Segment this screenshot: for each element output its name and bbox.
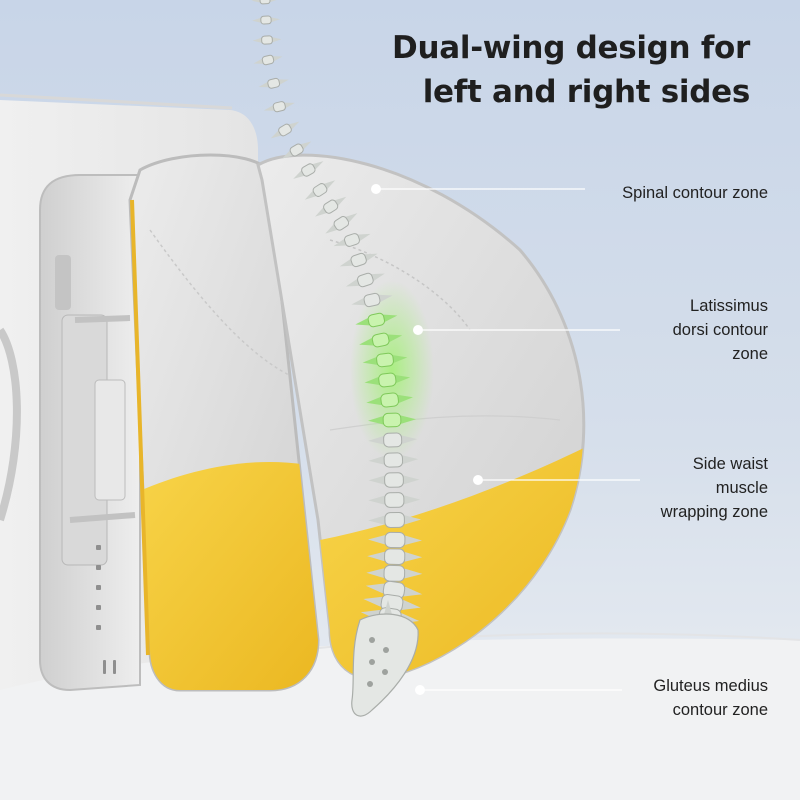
callout-line: dorsi contour xyxy=(672,321,768,339)
callout-latissimus-dorsi: Latissimus dorsi contour zone xyxy=(673,294,768,366)
sacrum-foramen xyxy=(367,681,373,687)
vertebra xyxy=(345,272,385,288)
headline-line-1: Dual-wing design for xyxy=(392,30,750,66)
vertebra xyxy=(368,432,418,448)
left-wing-cushion xyxy=(128,153,320,692)
sacrum-foramen xyxy=(383,647,389,653)
sacrum-foramen xyxy=(369,637,375,643)
vertebra xyxy=(315,196,347,217)
vertebra xyxy=(333,233,371,247)
vertebra xyxy=(251,0,279,5)
vertebra xyxy=(364,372,411,388)
vertebra xyxy=(366,392,414,408)
vertebra xyxy=(270,121,300,139)
vertebra xyxy=(281,141,312,159)
vertebra xyxy=(368,452,419,468)
vertebra xyxy=(253,54,283,66)
sacrum-foramen xyxy=(369,659,375,665)
callout-line: muscle xyxy=(715,479,768,497)
vertebra xyxy=(351,292,393,308)
vertebra xyxy=(355,312,398,328)
vertebra xyxy=(339,252,378,268)
vertebra xyxy=(367,548,423,565)
vertebra xyxy=(258,77,289,89)
headline-line-2: left and right sides xyxy=(422,74,751,110)
sacrum-foramen xyxy=(382,669,388,675)
vertebra xyxy=(368,531,422,549)
callout-line: Side waist xyxy=(692,455,768,473)
callout-line: wrapping zone xyxy=(660,503,768,521)
vertebra xyxy=(293,161,324,179)
callout-side-waist: Side waist muscle wrapping zone xyxy=(661,452,768,524)
vertebra xyxy=(252,15,280,25)
vertebra xyxy=(304,180,336,200)
spine-model xyxy=(251,0,423,717)
vertebra xyxy=(359,332,403,348)
callout-spinal-contour: Spinal contour zone xyxy=(622,181,768,205)
vertebra xyxy=(368,412,416,428)
callout-line: Spinal contour zone xyxy=(622,184,768,202)
vertebra xyxy=(325,213,358,234)
vertebra xyxy=(366,564,423,582)
callout-line: Latissimus xyxy=(690,297,768,315)
vertebra xyxy=(368,472,420,488)
vertebra xyxy=(252,35,282,45)
callout-line: Gluteus medius xyxy=(653,677,768,695)
leader-lines xyxy=(376,188,640,691)
vertebra xyxy=(368,512,422,528)
headline: Dual-wing design for left and right side… xyxy=(392,26,750,114)
callout-line: zone xyxy=(732,345,768,363)
callout-gluteus-medius: Gluteus medius contour zone xyxy=(653,674,768,722)
sacrum xyxy=(351,613,419,717)
callout-line: contour zone xyxy=(672,701,768,719)
vertebra xyxy=(362,352,408,368)
vertebra xyxy=(263,101,295,113)
callout-dots xyxy=(371,184,483,695)
vertebra xyxy=(368,492,421,508)
